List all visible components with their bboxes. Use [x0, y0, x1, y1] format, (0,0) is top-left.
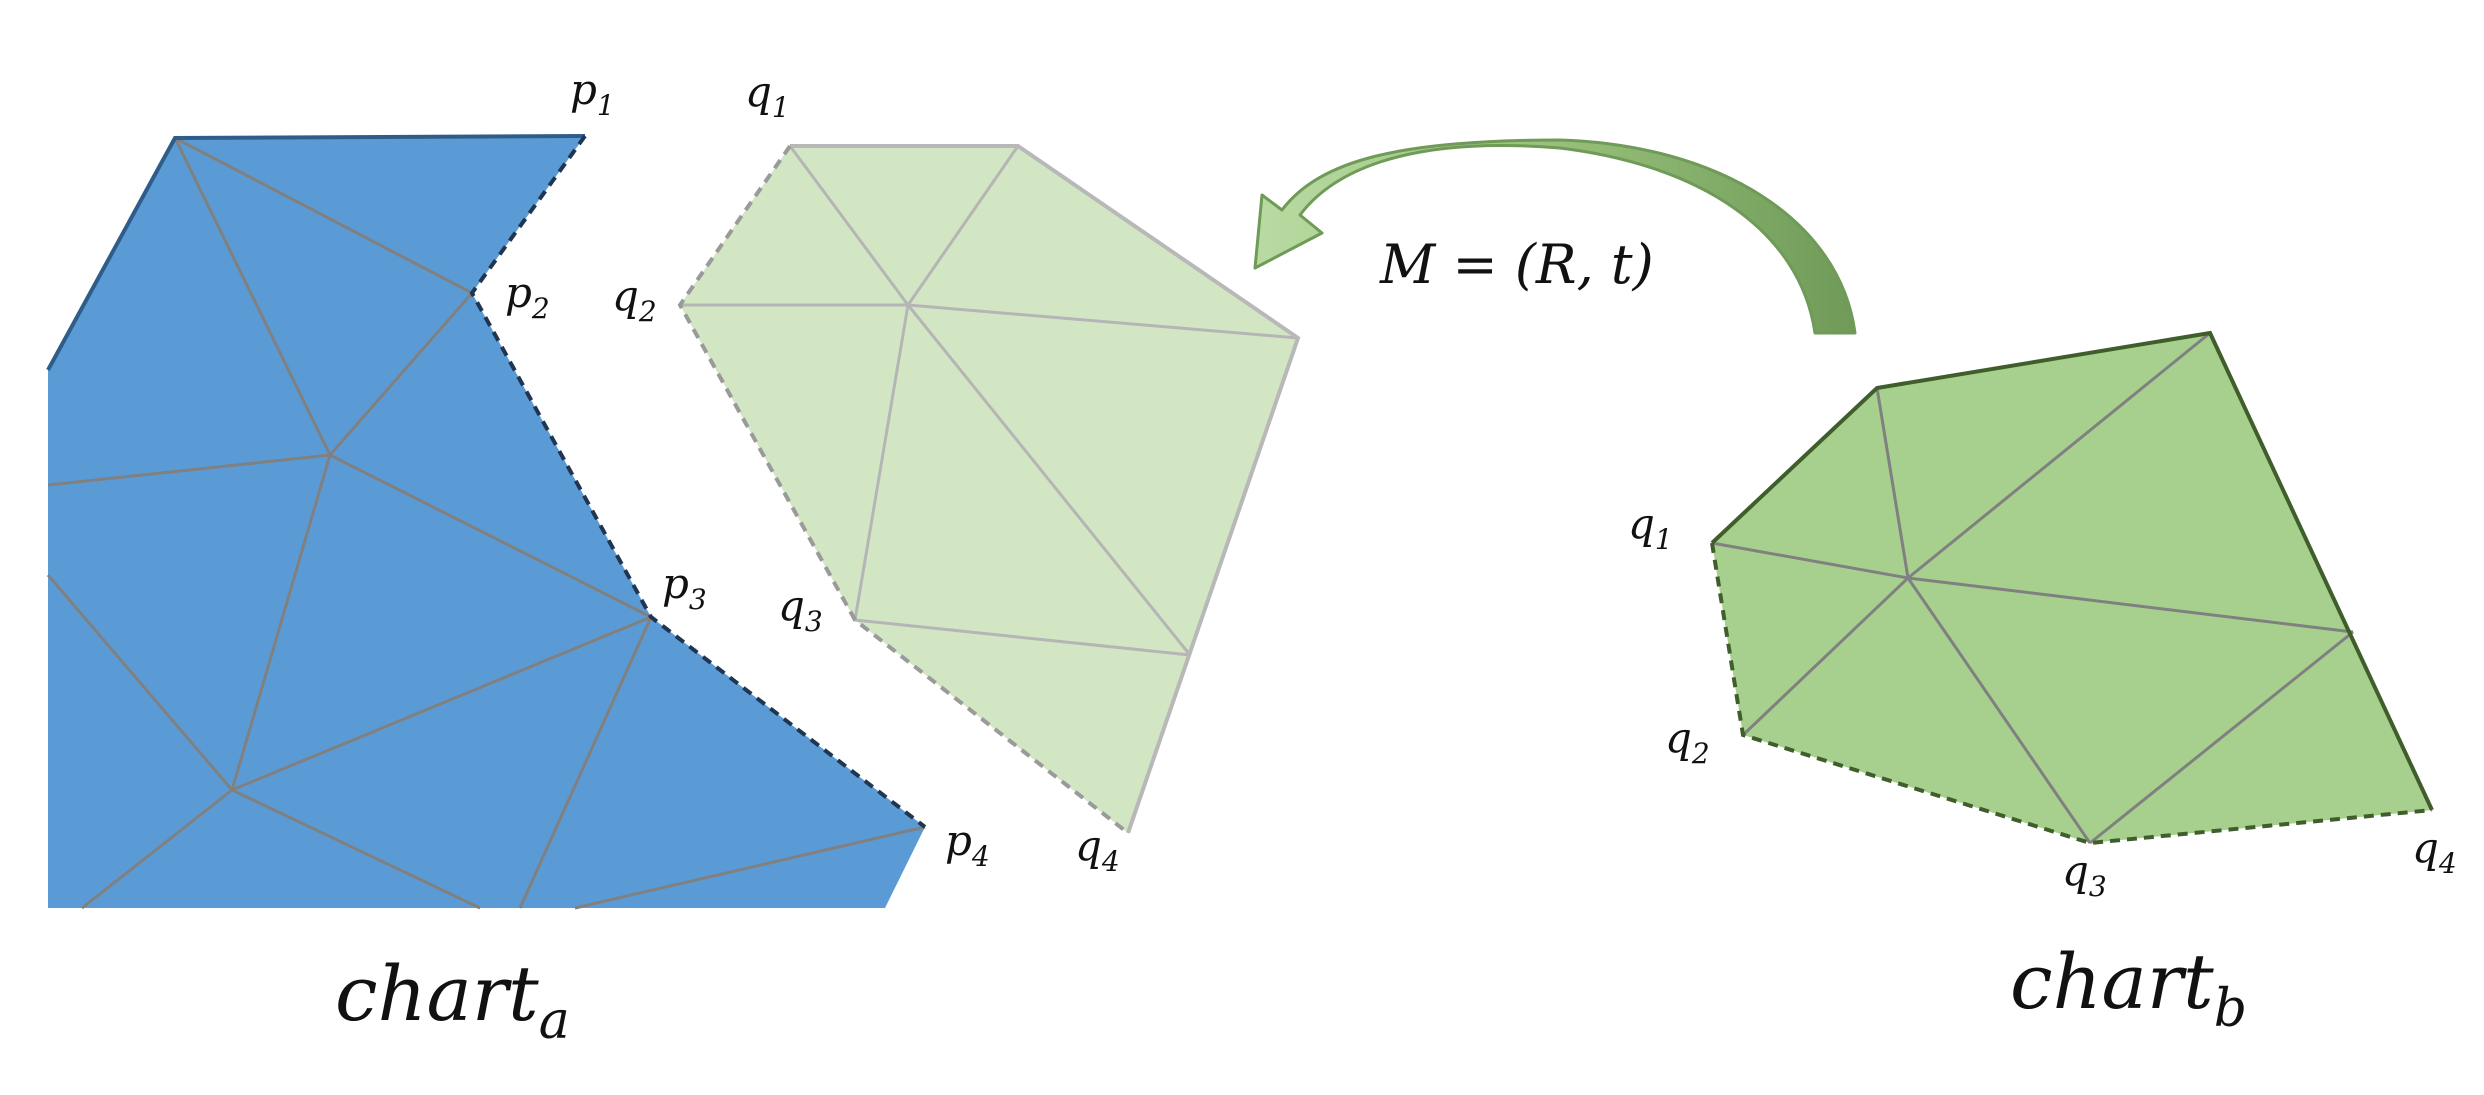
label-q1: q1	[1628, 499, 1673, 556]
label-ghost-q4: q4	[1075, 821, 1120, 878]
chart-a-seam-boundary	[469, 134, 927, 829]
chart-a-triangle-edges	[46, 136, 926, 910]
chart-a-caption: charta	[335, 949, 570, 1051]
ghost-surface	[680, 146, 1298, 833]
label-q4: q4	[2412, 823, 2457, 880]
transform-label: M = (R, t)	[1379, 233, 1654, 296]
chart-b-caption: chartb	[2010, 937, 2247, 1039]
label-q3: q3	[2062, 846, 2107, 903]
label-p4: p4	[945, 816, 990, 873]
transform-arrow	[1253, 138, 1857, 335]
label-q2: q2	[1665, 713, 1710, 770]
chart-b-outer-boundary	[1710, 330, 2434, 811]
label-ghost-q3: q3	[778, 581, 823, 638]
chart-b-surface	[1712, 333, 2432, 843]
chart-b-mesh	[1710, 330, 2434, 846]
label-ghost-q1: q1	[745, 67, 790, 124]
arrow-body-icon	[1253, 138, 1857, 335]
label-p3: p3	[662, 559, 707, 616]
chart-b-transformed-ghost	[677, 144, 1301, 835]
label-p2: p2	[505, 268, 550, 325]
chart-a-mesh	[46, 134, 927, 910]
label-p1: p1	[570, 65, 615, 122]
chart-b-seam-boundary	[1710, 542, 2433, 846]
label-ghost-q2: q2	[612, 271, 657, 328]
ghost-triangle-edges	[680, 145, 1299, 657]
ghost-outer-boundary	[790, 144, 1301, 834]
chart-a-outer-boundary	[46, 134, 586, 371]
chart-b-triangle-edges	[1711, 331, 2354, 845]
